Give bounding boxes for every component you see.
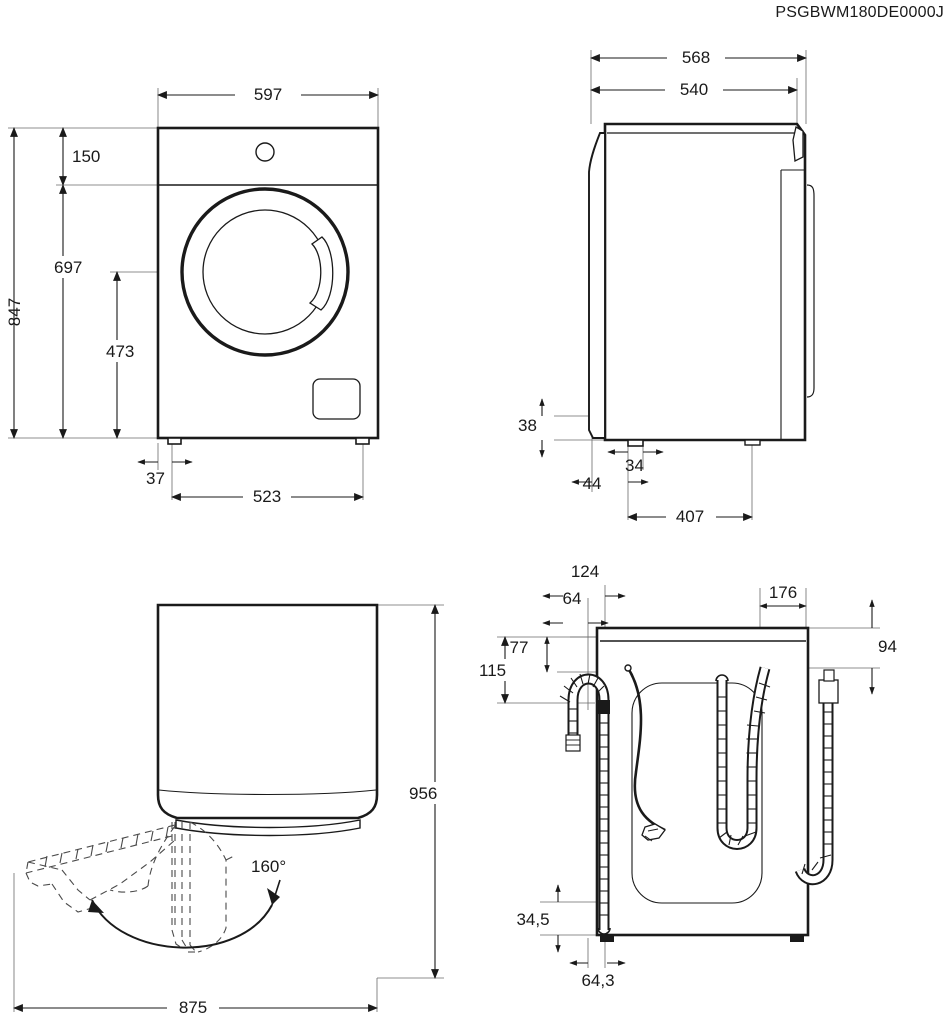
front-foot-left	[167, 437, 182, 445]
dim-top-open-depth: 956	[405, 604, 455, 979]
dim-34-label: 34	[625, 456, 644, 475]
dim-door-top-offset: 697	[50, 184, 94, 439]
dim-160deg-label: 160°	[251, 857, 286, 876]
dim-inlet-top-offset: 77	[510, 636, 550, 673]
dim-473-label: 473	[106, 342, 134, 361]
dim-956-label: 956	[409, 784, 437, 803]
dim-77-label: 77	[510, 638, 529, 657]
dim-inlet-bottom-offset: 34,5	[516, 884, 561, 953]
inlet-hose-ribs	[559, 673, 610, 916]
dim-697-label: 697	[54, 258, 82, 277]
door-handle-icon	[308, 236, 334, 311]
dim-side-foot-span: 407	[627, 505, 753, 527]
top-view-door-swing: 160° 956 875	[13, 603, 455, 1018]
front-foot-right	[355, 437, 370, 445]
dim-side-depth-body: 540	[590, 78, 798, 100]
drawing-code-label: PSGBWM180DE0000J	[775, 4, 944, 21]
rear-foot-left	[600, 935, 614, 942]
dim-407-label: 407	[676, 507, 704, 526]
dim-side-foot-height: 38	[518, 398, 545, 458]
dim-foot-span: 523	[171, 485, 364, 507]
dim-597-label: 597	[254, 85, 282, 104]
power-cord	[624, 664, 666, 842]
cord-entry-point	[624, 664, 632, 672]
drain-hose-extension	[794, 669, 839, 886]
drain-hose-ribs	[716, 682, 771, 846]
rear-foot-right	[790, 935, 804, 942]
dim-38-label: 38	[518, 416, 537, 435]
door-swing-dashed-geometry	[25, 821, 237, 953]
inlet-hose	[559, 673, 611, 935]
dim-inlet-bracket-x: 64	[542, 589, 609, 626]
dim-side-foot-width: 34	[607, 449, 664, 475]
dim-44-label: 44	[583, 474, 602, 493]
door-glass-circle	[202, 209, 328, 335]
dim-115-label: 115	[479, 661, 506, 680]
drain-hose	[715, 666, 771, 850]
front-view: 597 150 697 847 473 37	[5, 83, 380, 507]
dim-inlet-bottom-x: 64,3	[569, 960, 626, 990]
door-swing-arc	[91, 899, 273, 949]
dim-34-5-label: 34,5	[516, 910, 549, 929]
dim-540-label: 540	[680, 80, 708, 99]
power-plug-icon	[641, 823, 666, 842]
dim-150-label: 150	[72, 147, 100, 166]
side-hose-clip-icon	[792, 126, 804, 163]
side-foot-front	[627, 439, 644, 447]
door-swing-arrow-closed	[267, 888, 280, 905]
top-cabinet-outline	[156, 603, 379, 820]
hose-coupling	[818, 679, 839, 704]
dim-drain-top-offset: 94	[869, 599, 897, 695]
dim-176-label: 176	[769, 583, 797, 602]
dim-523-label: 523	[253, 487, 281, 506]
dim-top-open-width: 875	[13, 996, 378, 1018]
side-cabinet-outline	[603, 122, 807, 442]
program-knob-icon	[255, 142, 275, 162]
drain-hose-end	[715, 674, 729, 682]
dim-64-label: 64	[563, 589, 582, 608]
side-door-profile	[588, 132, 606, 439]
dim-side-foot-offset: 44	[571, 474, 649, 493]
dim-side-depth-total: 568	[590, 46, 807, 68]
filter-flap	[312, 378, 361, 420]
dim-total-height: 847	[5, 127, 24, 439]
dim-inlet-hose-x: 124	[542, 562, 626, 599]
dim-front-width: 597	[157, 83, 379, 105]
dim-drain-hose-x: 176	[759, 583, 807, 609]
dim-568-label: 568	[682, 48, 710, 67]
dim-875-label: 875	[179, 998, 207, 1017]
dim-inlet-bend-offset: 115	[477, 636, 523, 704]
dim-64-3-label: 64,3	[581, 971, 614, 990]
side-hose-bracket	[806, 184, 815, 398]
inlet-hose-end	[597, 927, 611, 935]
extension-hose-ribs	[801, 711, 834, 875]
dim-124-label: 124	[571, 562, 599, 581]
dim-foot-offset: 37	[137, 459, 193, 488]
top-door-closed-plate	[175, 819, 361, 837]
rear-view: 124 64 77 115 176 94	[477, 562, 897, 990]
dim-door-center-height: 473	[104, 271, 148, 439]
top-front-band	[158, 789, 377, 796]
door-swing-arrow-open	[88, 900, 104, 913]
door-swing-leader	[271, 879, 281, 906]
side-foot-rear	[744, 439, 761, 446]
dim-94-label: 94	[878, 637, 897, 656]
side-view: 568 540 38 34 44 407	[518, 46, 815, 527]
dim-37-label: 37	[146, 469, 165, 488]
dim-847-label: 847	[5, 298, 24, 326]
dim-panel-height: 150	[59, 127, 100, 186]
inlet-hose-connector	[565, 734, 581, 752]
rear-service-panel	[631, 682, 763, 904]
hose-coupling-tip	[823, 669, 835, 682]
inlet-valve-block	[596, 700, 610, 714]
